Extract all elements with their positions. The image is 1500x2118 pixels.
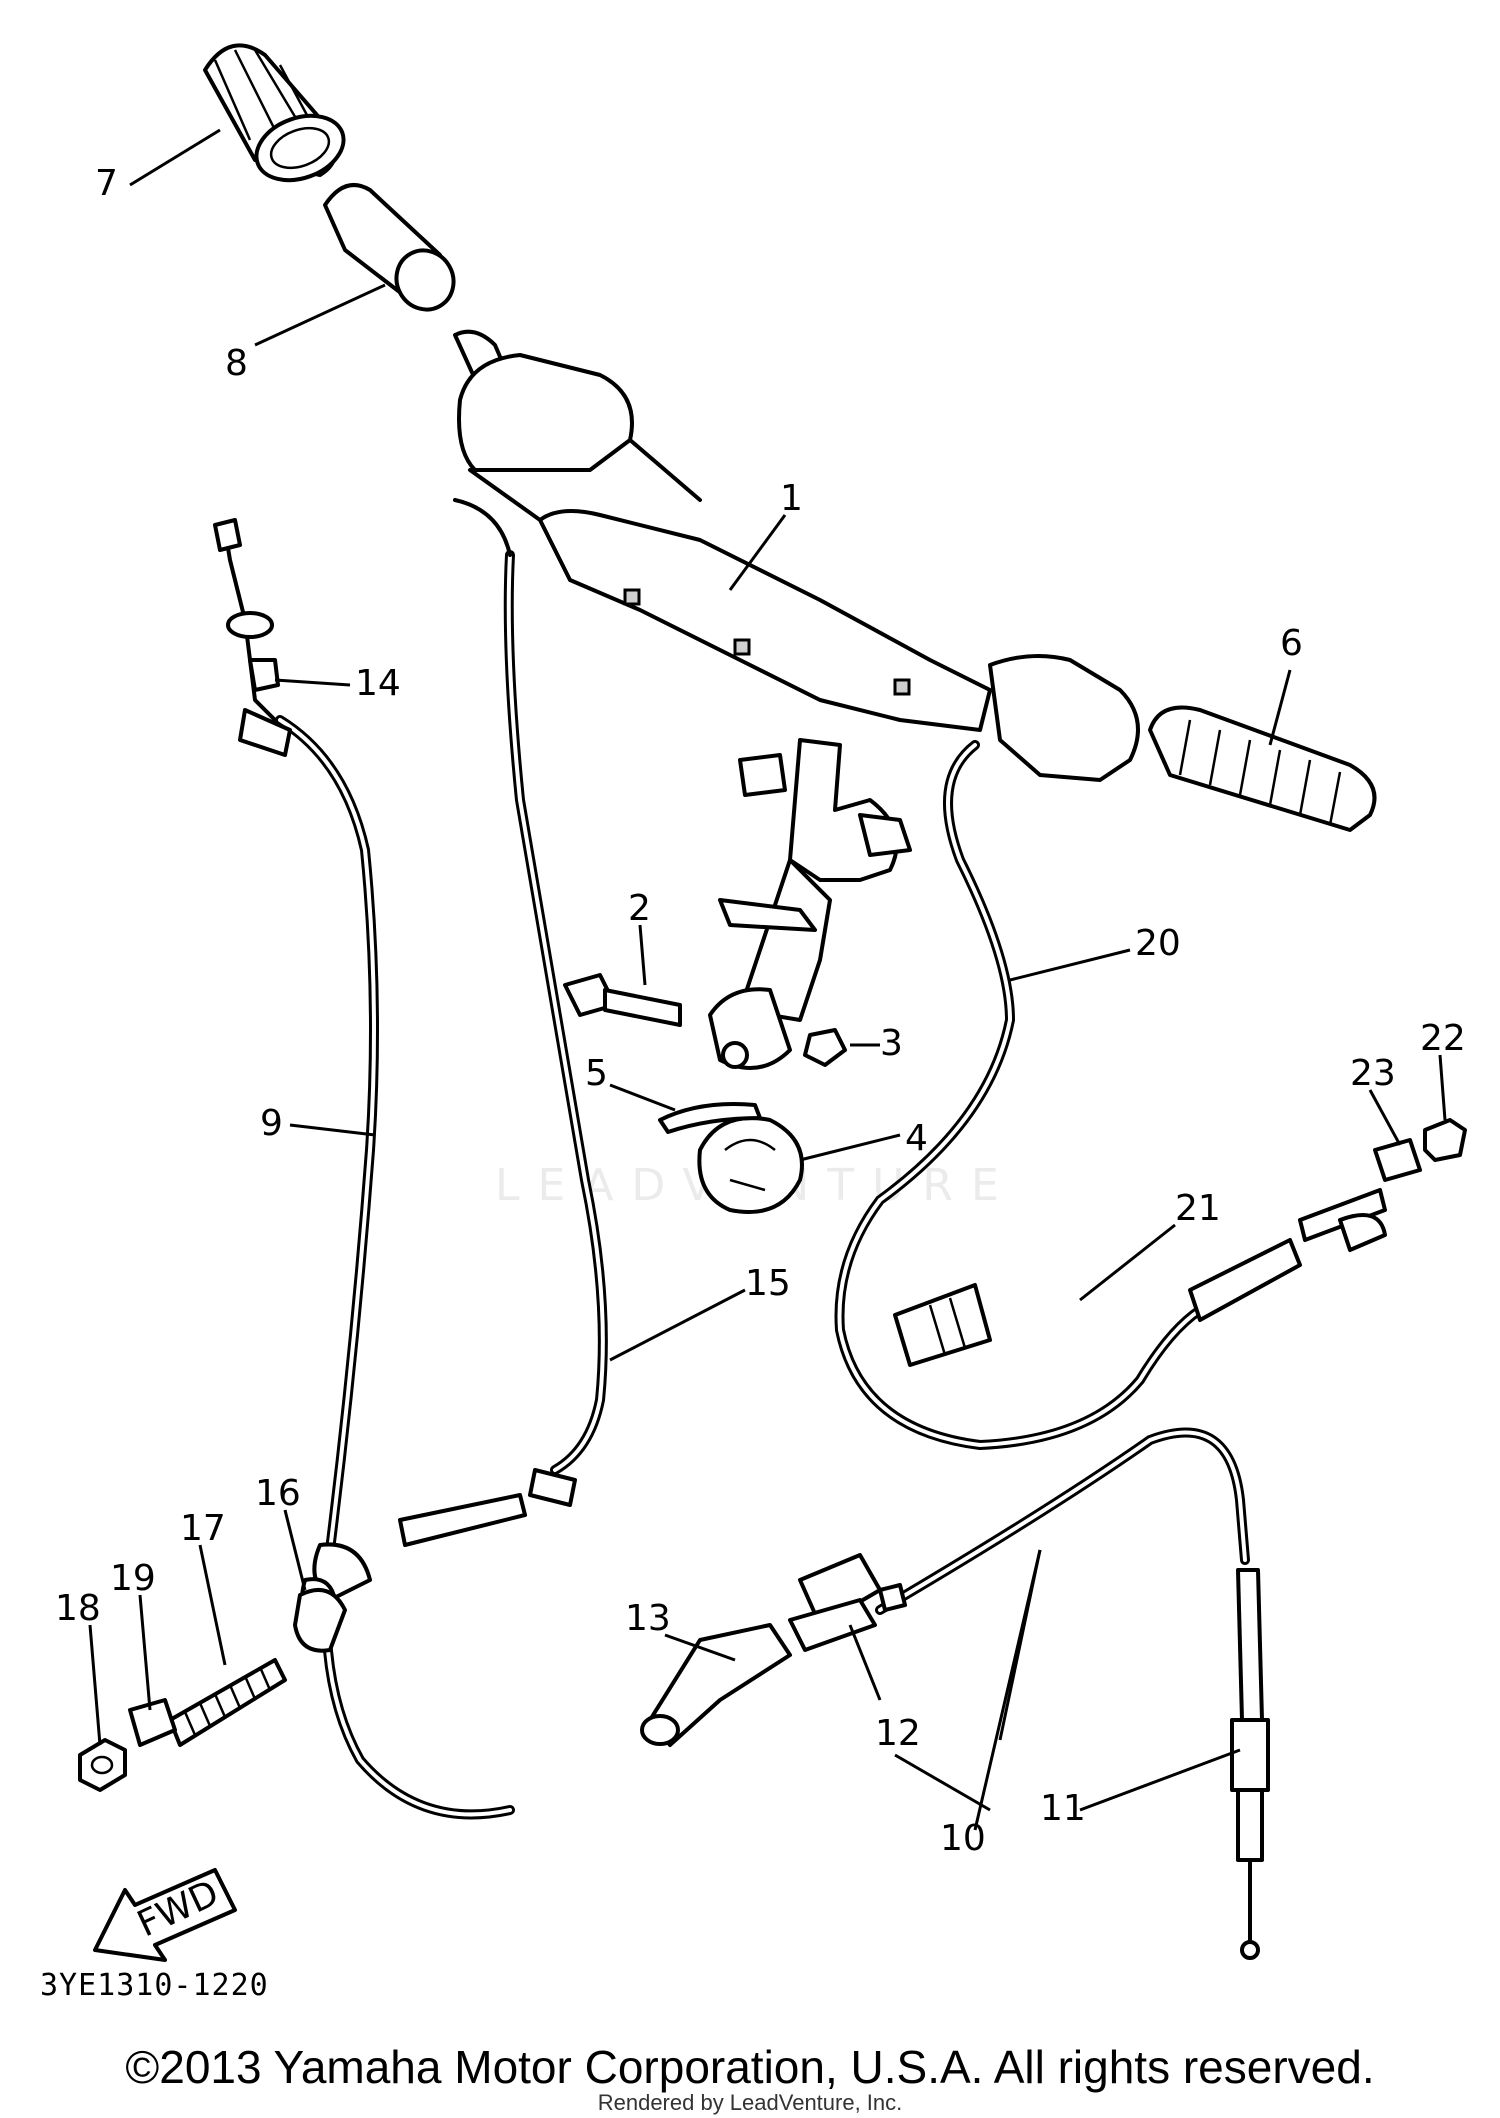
callout-7: 7 bbox=[95, 163, 118, 204]
callout-14: 14 bbox=[355, 663, 401, 704]
callout-16: 16 bbox=[255, 1473, 301, 1514]
part-3-nut bbox=[803, 1028, 847, 1067]
callout-13: 13 bbox=[625, 1598, 671, 1639]
reference-code: 3YE1310-1220 bbox=[40, 1968, 269, 2003]
copyright-notice: ©2013 Yamaha Motor Corporation, U.S.A. A… bbox=[125, 2041, 1375, 2093]
part-12-adjuster bbox=[788, 1553, 907, 1652]
part-19-collar bbox=[128, 1698, 177, 1747]
part-14-nut bbox=[248, 658, 280, 692]
callout-5: 5 bbox=[585, 1053, 608, 1094]
cable-9 bbox=[213, 518, 515, 1820]
part-6-grip bbox=[1148, 705, 1377, 832]
callout-11: 11 bbox=[1040, 1788, 1086, 1829]
callout-2: 2 bbox=[628, 888, 651, 929]
fwd-arrow-icon: FWD bbox=[93, 1868, 237, 1962]
part-7-grip bbox=[203, 43, 346, 183]
callout-1: 1 bbox=[780, 478, 803, 519]
callout-6: 6 bbox=[1280, 623, 1303, 664]
callout-12: 12 bbox=[875, 1713, 921, 1754]
callout-8: 8 bbox=[225, 343, 248, 384]
callout-9: 9 bbox=[260, 1103, 283, 1144]
part-13-sleeve bbox=[640, 1623, 792, 1747]
callout-15: 15 bbox=[745, 1263, 791, 1304]
callout-3: 3 bbox=[880, 1023, 903, 1064]
cable-20 bbox=[834, 740, 1387, 1451]
callout-20: 20 bbox=[1135, 923, 1181, 964]
callout-numbers: 7 8 1 6 2 3 4 5 9 20 21 23 22 15 14 16 1… bbox=[55, 163, 1466, 1859]
callout-21: 21 bbox=[1175, 1188, 1221, 1229]
part-22-nut bbox=[1423, 1118, 1467, 1162]
callout-4: 4 bbox=[905, 1118, 928, 1159]
cable-15 bbox=[300, 498, 608, 1627]
part-4-clamp bbox=[697, 1116, 804, 1214]
part-5-clip bbox=[658, 1102, 762, 1134]
callout-18: 18 bbox=[55, 1588, 101, 1629]
part-18-nut bbox=[78, 1738, 127, 1792]
part-17-spring bbox=[168, 1658, 287, 1747]
rendered-by-notice: Rendered by LeadVenture, Inc. bbox=[597, 2090, 903, 2115]
callout-17: 17 bbox=[180, 1508, 226, 1549]
part-23-collar bbox=[1373, 1138, 1422, 1182]
callout-10: 10 bbox=[940, 1818, 986, 1859]
part-1-handlebar bbox=[453, 329, 1140, 1070]
leader-lines bbox=[88, 128, 1447, 1831]
cable-10 bbox=[875, 1427, 1250, 1615]
callout-22: 22 bbox=[1420, 1018, 1466, 1059]
callout-19: 19 bbox=[110, 1558, 156, 1599]
part-16-boot bbox=[293, 1588, 347, 1653]
part-11-cable-end bbox=[1230, 1568, 1270, 1960]
part-21-clip bbox=[893, 1283, 992, 1367]
callout-23: 23 bbox=[1350, 1053, 1396, 1094]
part-8-throttle-sleeve bbox=[323, 183, 456, 312]
part-2-bolt bbox=[563, 973, 682, 1027]
